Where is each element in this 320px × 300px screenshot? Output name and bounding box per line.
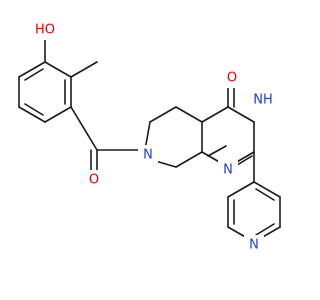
pyridine-nitrogen-label: N <box>249 238 259 253</box>
bond <box>70 61 98 78</box>
hydroxyl-label: HO <box>35 23 55 38</box>
bond <box>227 106 255 123</box>
bond <box>175 151 203 168</box>
bond <box>255 188 275 201</box>
bond <box>44 106 72 123</box>
bond <box>207 145 227 157</box>
molecule-diagram: HO O O NH N N N <box>18 20 281 255</box>
nh-label: NH <box>253 93 273 108</box>
bond <box>227 181 255 198</box>
bond <box>149 106 177 123</box>
bond <box>44 61 72 78</box>
bond <box>253 181 281 198</box>
bond <box>18 61 46 78</box>
molecule-structure: HO O O NH N N N <box>18 20 281 255</box>
bonds <box>18 39 281 243</box>
bond <box>24 103 44 116</box>
bond <box>18 106 46 123</box>
atom-labels: HO O O NH N N N <box>30 20 276 255</box>
carbonyl-oxygen-label: O <box>89 173 99 188</box>
bond <box>255 223 275 236</box>
bond <box>24 68 44 81</box>
pyrimidine-nitrogen-label: N <box>223 163 233 178</box>
bond <box>70 106 98 151</box>
bond <box>175 106 203 123</box>
bond <box>201 106 229 123</box>
ring-carbonyl-oxygen-label: O <box>227 71 237 86</box>
piperidine-nitrogen-label: N <box>143 148 153 163</box>
